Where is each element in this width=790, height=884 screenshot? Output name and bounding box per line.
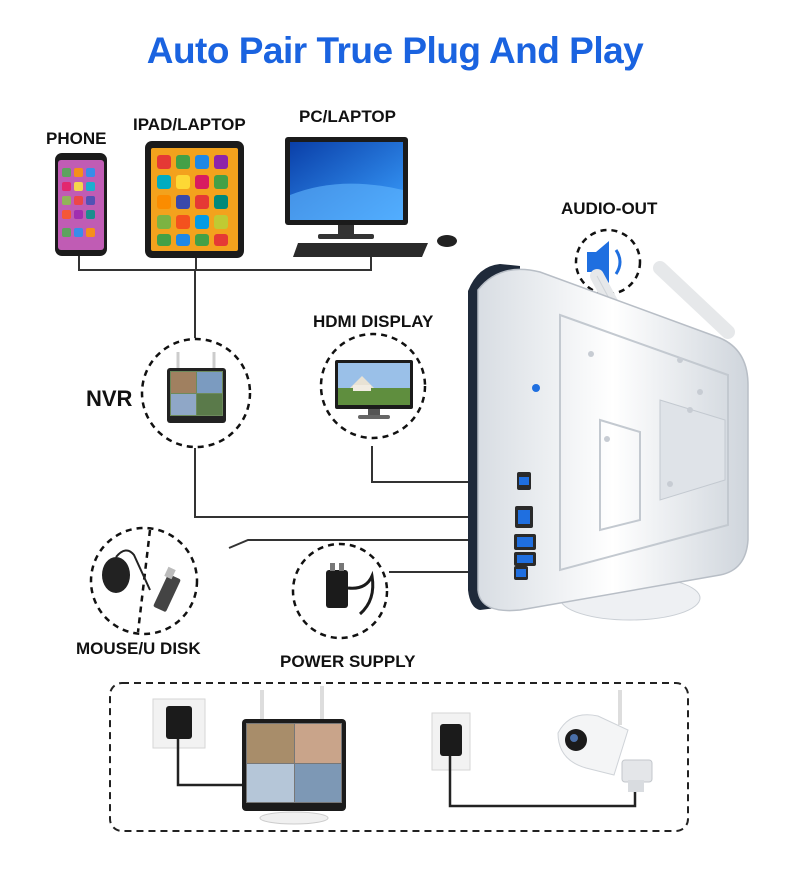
label-nvr: NVR [86,386,133,411]
label-audio-out: AUDIO-OUT [561,199,658,218]
wall-socket-right [431,712,637,808]
phone-icon [55,153,107,256]
bottom-setup-box [109,682,689,832]
mouse-icon [89,526,199,636]
label-hdmi-display: HDMI DISPLAY [313,312,434,331]
page-title: Auto Pair True Plug And Play [146,30,644,71]
nvr-device-icon [242,686,346,825]
label-ipad-laptop: IPAD/LAPTOP [133,115,246,134]
pc-monitor-icon [285,137,457,257]
tablet-icon [145,141,244,258]
label-mouse-udisk: MOUSE/U DISK [76,639,201,658]
label-phone: PHONE [46,129,107,148]
main-nvr-monitor [468,261,749,621]
camera-icon [557,690,653,792]
power-adapter-icon [291,542,389,640]
wall-socket-left [152,698,250,787]
label-pc-laptop: PC/LAPTOP [299,107,396,126]
hdmi-monitor-icon [319,332,427,440]
label-power-supply: POWER SUPPLY [280,652,416,671]
nvr-icon [140,337,252,449]
usb-disk-icon [153,566,181,612]
